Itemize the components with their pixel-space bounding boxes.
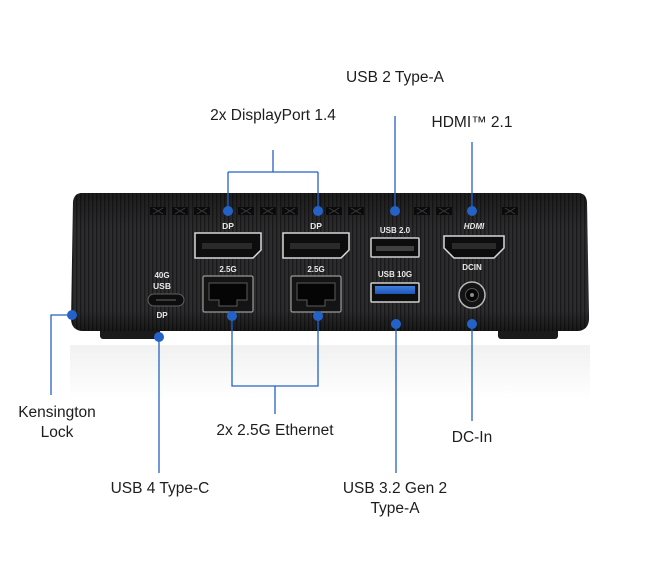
displayport-leader-line — [227, 150, 319, 211]
vent-slot-grille — [350, 207, 362, 215]
usb32-label: USB 10G — [378, 270, 412, 279]
displayport-1-dot — [223, 206, 233, 216]
ethernet-1-jack — [208, 282, 248, 307]
vent-slot-grille — [174, 207, 186, 215]
kensington-leader-line — [50, 314, 72, 395]
callout-ethernet: 2x 2.5G Ethernet — [216, 422, 334, 439]
vent-slot-grille — [416, 207, 428, 215]
displayport-1-label: DP — [222, 221, 234, 231]
usb4-label-dp: DP — [156, 311, 168, 320]
hdmi-label: HDMI — [464, 222, 485, 231]
callout-kensington-line1: Kensington — [18, 404, 96, 421]
usb2-label: USB 2.0 — [380, 226, 411, 235]
vent-slot-grille — [240, 207, 252, 215]
vent-slot-grille — [504, 207, 516, 215]
displayport-2-dot — [313, 206, 323, 216]
ethernet-1-dot — [227, 311, 237, 321]
usb32-dot — [391, 319, 401, 329]
dcin-pin — [470, 293, 474, 297]
callout-displayport: 2x DisplayPort 1.4 — [210, 107, 336, 124]
hdmi-dot — [467, 206, 477, 216]
callout-usb2: USB 2 Type-A — [346, 69, 444, 86]
ethernet-2-dot — [313, 311, 323, 321]
vent-slot-grille — [196, 207, 208, 215]
callout-usb32-line2: Type-A — [370, 500, 420, 517]
usb2-dot — [390, 206, 400, 216]
callout-kensington-line2: Lock — [40, 424, 74, 441]
usb2-port-tongue — [376, 246, 414, 251]
callout-lines — [50, 116, 473, 473]
dcin-label: DCIN — [462, 263, 482, 272]
callout-usb4: USB 4 Type-C — [110, 480, 210, 497]
vent-slot-grille — [152, 207, 164, 215]
vent-slot-grille — [284, 207, 296, 215]
callout-usb32-line1: USB 3.2 Gen 2 — [342, 480, 448, 497]
ethernet-2-jack — [296, 282, 336, 307]
vent-row — [150, 207, 518, 215]
callout-dcin: DC-In — [451, 429, 493, 446]
vent-slot-grille — [438, 207, 450, 215]
ethernet-leader-line — [231, 316, 319, 414]
usb4-label-speed: 40G — [154, 271, 169, 280]
ethernet-1-label: 2.5G — [219, 265, 236, 274]
usb4-label-usb: USB — [153, 281, 171, 291]
hdmi-pins — [452, 243, 496, 249]
displayport-2-label: DP — [310, 221, 322, 231]
usb4-port-tongue — [156, 299, 176, 301]
floor-reflection — [70, 345, 590, 400]
callout-usb32: USB 3.2 Gen 2 Type-A — [330, 479, 460, 519]
vent-slot-grille — [262, 207, 274, 215]
usb32-port-tongue — [375, 286, 415, 294]
ethernet-2-label: 2.5G — [307, 265, 324, 274]
vent-slot-grille — [328, 207, 340, 215]
kensington-dot — [67, 310, 77, 320]
displayport-1-pins — [202, 243, 252, 249]
callout-hdmi: HDMI™ 2.1 — [431, 114, 513, 131]
callout-dots — [67, 206, 477, 342]
dcin-dot — [467, 319, 477, 329]
usb4-dot — [154, 332, 164, 342]
displayport-2-pins — [290, 243, 340, 249]
callout-kensington: Kensington Lock — [5, 403, 109, 443]
